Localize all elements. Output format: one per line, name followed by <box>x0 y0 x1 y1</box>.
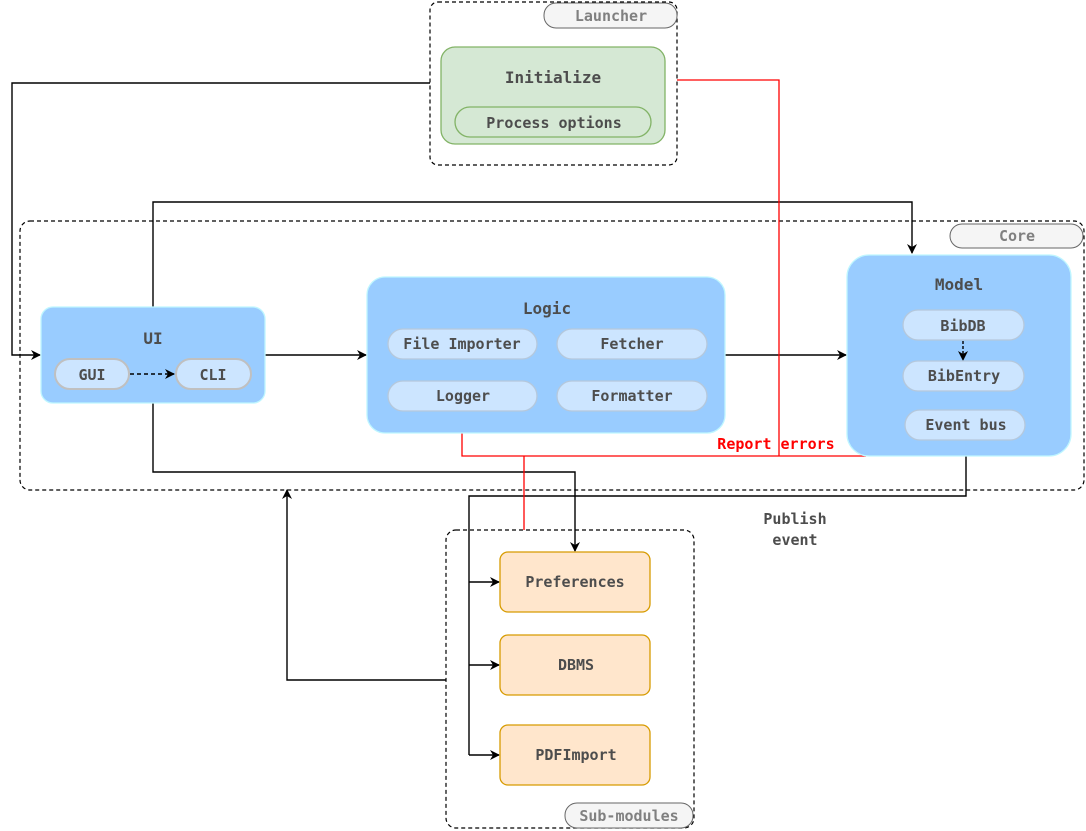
publish-event-label-line1: Publish <box>763 510 826 528</box>
node-dbms-label: DBMS <box>558 656 594 674</box>
submodules-group: Sub-modules <box>445 529 695 829</box>
edge-ui-to-preferences <box>152 403 580 552</box>
pill-bibdb[interactable]: BibDB <box>902 309 1025 341</box>
pill-bibdb-label: BibDB <box>940 317 985 335</box>
node-dbms[interactable]: DBMS <box>499 634 651 696</box>
pill-gui-label: GUI <box>78 366 105 384</box>
launcher-group-label-box <box>543 2 678 29</box>
pill-process-options-label: Process options <box>486 114 621 132</box>
pill-event-bus[interactable]: Event bus <box>904 409 1026 441</box>
pill-cli[interactable]: CLI <box>175 358 252 390</box>
node-model-label: Model <box>935 275 983 294</box>
edge-eventbus-publish <box>468 438 967 755</box>
launcher-group: Launcher <box>429 1 678 166</box>
pill-bibentry[interactable]: BibEntry <box>902 360 1025 392</box>
pill-fetcher[interactable]: Fetcher <box>556 328 708 360</box>
pill-file-importer-label: File Importer <box>403 335 520 353</box>
node-logic-label: Logic <box>523 299 571 318</box>
node-pdfimport[interactable]: PDFImport <box>499 724 651 786</box>
edge-submodules-to-core <box>282 489 446 681</box>
pill-file-importer[interactable]: File Importer <box>387 328 538 360</box>
pill-formatter[interactable]: Formatter <box>556 380 708 412</box>
core-group-label: Core <box>999 227 1035 245</box>
edge-initialize-to-ui <box>11 82 430 360</box>
publish-event-label-line2: event <box>772 531 817 549</box>
pill-logger[interactable]: Logger <box>387 380 538 412</box>
pill-process-options[interactable]: Process options <box>454 106 652 138</box>
node-ui[interactable]: UI GUI CLI <box>40 306 266 404</box>
node-ui-label: UI <box>143 329 162 348</box>
node-preferences-label: Preferences <box>525 573 624 591</box>
submodules-group-label-box <box>564 802 694 829</box>
pill-fetcher-label: Fetcher <box>600 335 663 353</box>
connectors <box>11 82 967 760</box>
report-errors-label: Report errors <box>717 435 834 453</box>
node-preferences[interactable]: Preferences <box>499 551 651 613</box>
launcher-group-label: Launcher <box>575 7 647 25</box>
pill-event-bus-label: Event bus <box>925 416 1006 434</box>
pill-logger-label: Logger <box>436 387 490 405</box>
edge-initialize-report-errors <box>677 79 780 456</box>
core-group-label-box <box>949 223 1084 249</box>
pill-formatter-label: Formatter <box>591 387 672 405</box>
pill-gui[interactable]: GUI <box>54 358 130 390</box>
submodules-group-label: Sub-modules <box>579 807 678 825</box>
node-initialize-label: Initialize <box>505 68 601 87</box>
node-initialize[interactable]: Initialize Process options <box>440 46 666 145</box>
node-logic[interactable]: Logic File Importer Fetcher Logger Forma… <box>366 276 726 434</box>
report-errors-label-bg <box>706 434 846 452</box>
node-pdfimport-label: PDFImport <box>535 746 616 764</box>
edge-ui-to-model <box>152 201 917 307</box>
pill-bibentry-label: BibEntry <box>928 367 1000 385</box>
pill-cli-label: CLI <box>199 366 226 384</box>
node-model[interactable]: Model BibDB BibEntry Event bus <box>846 254 1072 457</box>
